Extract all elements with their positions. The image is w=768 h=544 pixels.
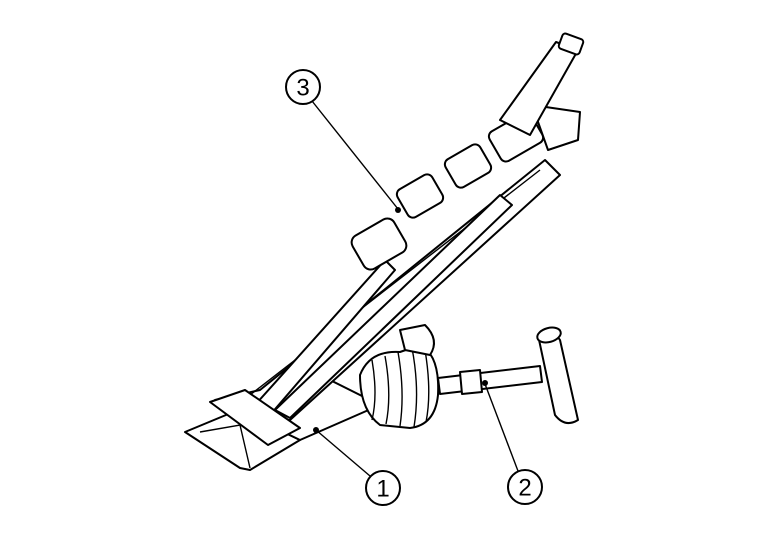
callout-2: 2: [507, 469, 543, 505]
upper-assembly: [350, 32, 585, 271]
t-handle-tool: [437, 326, 579, 425]
callout-1-label: 1: [376, 476, 389, 503]
callout-3: 3: [285, 69, 321, 105]
callout-1: 1: [365, 470, 401, 506]
frame-rails: [209, 159, 561, 446]
leader-lines: [311, 100, 519, 477]
callout-2-label: 2: [518, 475, 531, 502]
boot-assembly: [359, 324, 440, 429]
callout-3-label: 3: [296, 75, 309, 102]
